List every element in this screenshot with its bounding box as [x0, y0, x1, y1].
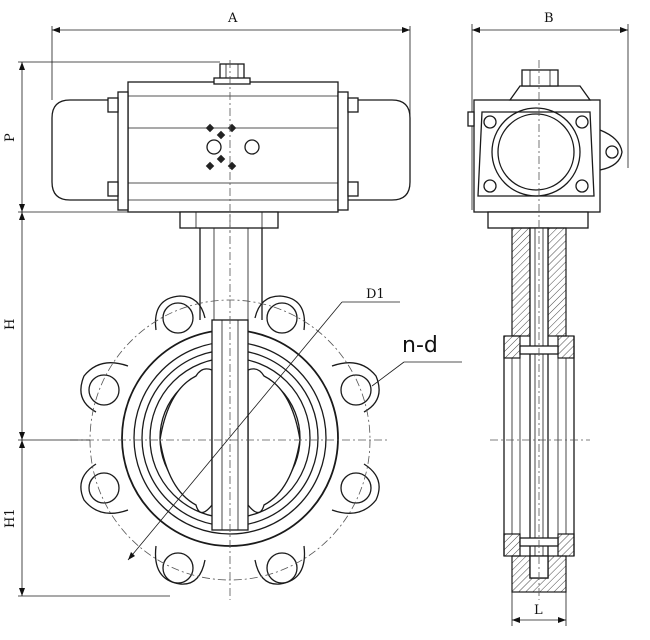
front-view: [51, 60, 411, 600]
dim-label-p: P: [3, 133, 18, 142]
front-dimensions: A P H H1 D1 n-d: [3, 11, 462, 597]
dim-label-h1: H1: [3, 508, 18, 528]
valve-neck: [199, 228, 263, 320]
dim-label-b: B: [544, 11, 554, 26]
dim-label-l: L: [534, 603, 543, 618]
dim-label-a: A: [227, 11, 238, 26]
actuator-left-cap: [51, 99, 120, 201]
dim-label-d1: D1: [366, 287, 385, 302]
actuator-body: [127, 81, 339, 213]
side-neck-left: [511, 227, 531, 337]
side-neck-right: [547, 227, 567, 337]
dim-label-h: H: [3, 319, 18, 330]
dim-label-nd: n-d: [402, 333, 438, 358]
actuator-right-cap: [340, 99, 411, 201]
side-view: B: [467, 11, 629, 626]
mounting-flange: [179, 211, 279, 229]
